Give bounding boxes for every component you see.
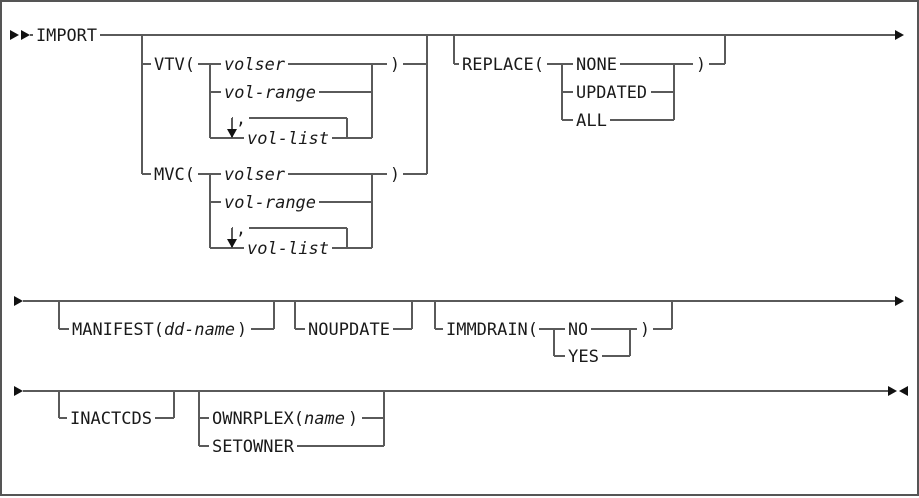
flow-continue-icon <box>14 386 23 396</box>
flow-continue-icon <box>895 296 904 306</box>
variable-vol-range: vol-range <box>221 82 319 103</box>
svg-text:volser: volser <box>224 165 286 185</box>
svg-text:YES: YES <box>568 347 599 367</box>
paren-close-replace: ) <box>693 54 709 75</box>
variable-vol-list: vol-list <box>244 238 332 259</box>
diagram-lines <box>23 34 895 447</box>
option-yes: YES <box>565 346 602 367</box>
svg-text:NO: NO <box>568 320 588 340</box>
keyword-import: IMPORT <box>33 25 100 46</box>
svg-text:name: name <box>304 409 345 429</box>
svg-text:ALL: ALL <box>576 111 607 131</box>
svg-text:): ) <box>390 55 400 75</box>
flow-start-icon <box>10 30 19 40</box>
svg-text:,: , <box>236 219 246 239</box>
svg-text:VTV(: VTV( <box>154 55 195 75</box>
loop-repeat-arrow-icon <box>227 129 237 138</box>
svg-text:vol-range: vol-range <box>224 193 316 213</box>
paren-close-mvc: ) <box>387 164 403 185</box>
flow-start-icon <box>21 30 30 40</box>
paren-close-ownrplex: ) <box>346 408 362 429</box>
flow-continue-icon <box>14 296 23 306</box>
variable-dd-name: dd-name <box>163 319 237 340</box>
svg-text:UPDATED: UPDATED <box>576 83 647 103</box>
variable-name: name <box>303 408 347 429</box>
svg-text:NOUPDATE: NOUPDATE <box>308 320 390 340</box>
paren-close-manifest: ) <box>235 319 251 340</box>
svg-text:REPLACE(: REPLACE( <box>462 55 544 75</box>
keyword-vtv-open: VTV( <box>151 54 198 75</box>
svg-text:IMMDRAIN(: IMMDRAIN( <box>446 320 538 340</box>
svg-text:INACTCDS: INACTCDS <box>70 409 152 429</box>
svg-text:vol-list: vol-list <box>247 239 329 259</box>
svg-text:): ) <box>696 55 706 75</box>
variable-vol-range: vol-range <box>221 192 319 213</box>
svg-text:): ) <box>348 409 358 429</box>
svg-text:vol-range: vol-range <box>224 83 316 103</box>
option-updated: UPDATED <box>573 82 651 103</box>
svg-text:): ) <box>640 320 650 340</box>
keyword-immdrain-open: IMMDRAIN( <box>443 319 539 340</box>
keyword-inactcds: INACTCDS <box>67 408 155 429</box>
option-none: NONE <box>573 54 620 75</box>
loop-separator-comma: , <box>233 218 249 239</box>
svg-text:volser: volser <box>224 55 286 75</box>
flow-end-left-icon <box>899 386 908 396</box>
loop-repeat-arrow-icon <box>227 239 237 248</box>
keyword-setowner: SETOWNER <box>209 436 297 457</box>
keyword-replace-open: REPLACE( <box>459 54 547 75</box>
svg-text:): ) <box>237 320 247 340</box>
svg-text:NONE: NONE <box>576 55 617 75</box>
svg-text:MANIFEST(: MANIFEST( <box>72 320 164 340</box>
svg-text:MVC(: MVC( <box>154 165 195 185</box>
variable-volser: volser <box>221 54 288 75</box>
keyword-noupdate: NOUPDATE <box>305 319 393 340</box>
svg-text:vol-list: vol-list <box>247 129 329 149</box>
svg-text:,: , <box>236 109 246 129</box>
option-all: ALL <box>573 110 610 131</box>
svg-text:dd-name: dd-name <box>164 320 235 340</box>
variable-vol-list: vol-list <box>244 128 332 149</box>
flow-continue-icon <box>895 30 904 40</box>
flow-arrows <box>10 30 908 396</box>
paren-close-immdrain: ) <box>637 319 653 340</box>
keyword-mvc-open: MVC( <box>151 164 198 185</box>
svg-text:IMPORT: IMPORT <box>36 26 97 46</box>
keyword-manifest-open: MANIFEST( <box>69 319 165 340</box>
option-no: NO <box>565 319 591 340</box>
svg-text:): ) <box>390 165 400 185</box>
paren-close-vtv: ) <box>387 54 403 75</box>
svg-text:OWNRPLEX(: OWNRPLEX( <box>212 409 304 429</box>
variable-volser: volser <box>221 164 288 185</box>
flow-end-right-icon <box>888 386 897 396</box>
loop-separator-comma: , <box>233 108 249 129</box>
keyword-ownrplex-open: OWNRPLEX( <box>209 408 305 429</box>
row2-rails <box>23 300 895 357</box>
svg-text:SETOWNER: SETOWNER <box>212 437 295 457</box>
